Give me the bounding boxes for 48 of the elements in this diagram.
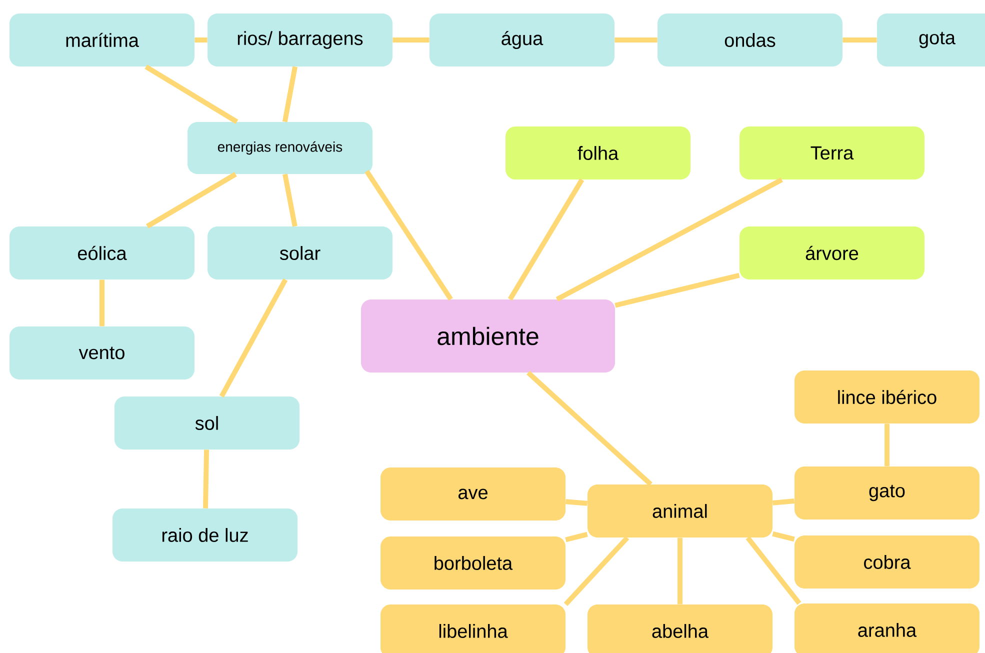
connector-line [746,536,802,605]
connector-line [100,280,104,326]
connector-line [526,370,652,486]
connector-line [508,178,584,301]
concept-box: solar [208,226,392,280]
connector-line [564,536,630,606]
concept-box: ondas [658,14,842,66]
concept-box: Terra [740,126,924,180]
concept-box: borboleta [380,536,566,590]
concept-box: ambiente [361,300,615,372]
concept-box: folha [506,126,690,180]
concept-box: eólica [10,226,194,280]
connector-line [884,424,890,466]
concept-box: vento [10,326,194,380]
concept-box: marítima [10,14,194,66]
connector-line [392,38,430,42]
concept-box: aranha [794,604,980,653]
connector-line [772,531,795,542]
concept-box: ave [380,468,566,520]
connector-line [144,64,238,124]
connector-line [772,498,795,506]
concept-box: raio de luz [112,508,298,562]
connector-line [202,450,210,508]
concept-box: animal [588,484,772,538]
concept-box: lince ibérico [794,370,980,424]
connector-line [282,66,298,122]
connector-line [678,538,682,604]
connector-line [565,532,588,542]
concept-box: sol [114,396,300,450]
concept-box: gato [794,466,980,520]
concept-box: abelha [588,604,772,653]
connector-line [282,174,298,227]
concept-box: libelinha [380,604,566,653]
connector-line [614,272,740,308]
connector-line [146,172,237,228]
connector-line [556,178,783,302]
concept-box: rios/ barragens [208,14,392,66]
connector-line [194,38,208,42]
concept-box: cobra [794,536,980,588]
concept-box: árvore [740,226,924,280]
concept-box: energias renováveis [188,122,372,174]
concept-box: gota [877,14,985,66]
concept-box: água [430,14,614,66]
connector-line [566,499,588,506]
connector-line [842,38,877,42]
connector-line [614,38,658,42]
connector-line [364,170,453,301]
connector-line [219,278,288,398]
